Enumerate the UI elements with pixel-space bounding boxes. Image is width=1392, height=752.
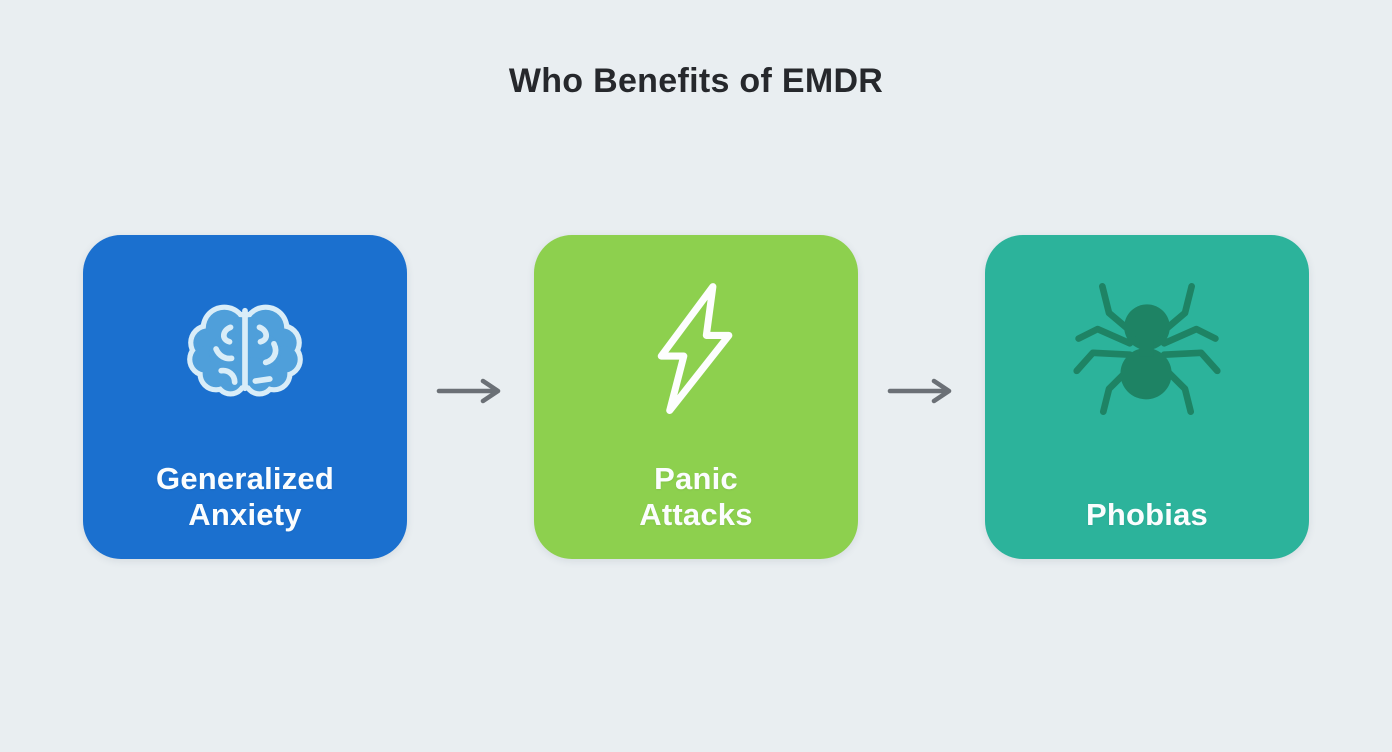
card-label: Phobias — [985, 497, 1309, 533]
lightning-bolt-icon — [534, 267, 858, 431]
brain-icon — [83, 267, 407, 431]
arrow-right-icon — [887, 378, 951, 404]
arrow-right-icon — [436, 378, 500, 404]
diagram-row: Generalized Anxiety Panic Attacks — [0, 235, 1392, 559]
card-label-line: Attacks — [639, 497, 753, 532]
card-label-line: Anxiety — [188, 497, 302, 532]
card-label-line: Generalized — [156, 461, 334, 496]
card-label: Panic Attacks — [534, 461, 858, 533]
flow-arrow — [858, 377, 985, 405]
flow-arrow — [407, 377, 534, 405]
card-label-line: Panic — [654, 461, 738, 496]
card-label: Generalized Anxiety — [83, 461, 407, 533]
page-title: Who Benefits of EMDR — [508, 62, 884, 100]
card-label-line: Phobias — [1086, 497, 1208, 532]
card-phobias: Phobias — [985, 235, 1309, 559]
spider-icon — [985, 267, 1309, 431]
card-generalized-anxiety: Generalized Anxiety — [83, 235, 407, 559]
card-panic-attacks: Panic Attacks — [534, 235, 858, 559]
